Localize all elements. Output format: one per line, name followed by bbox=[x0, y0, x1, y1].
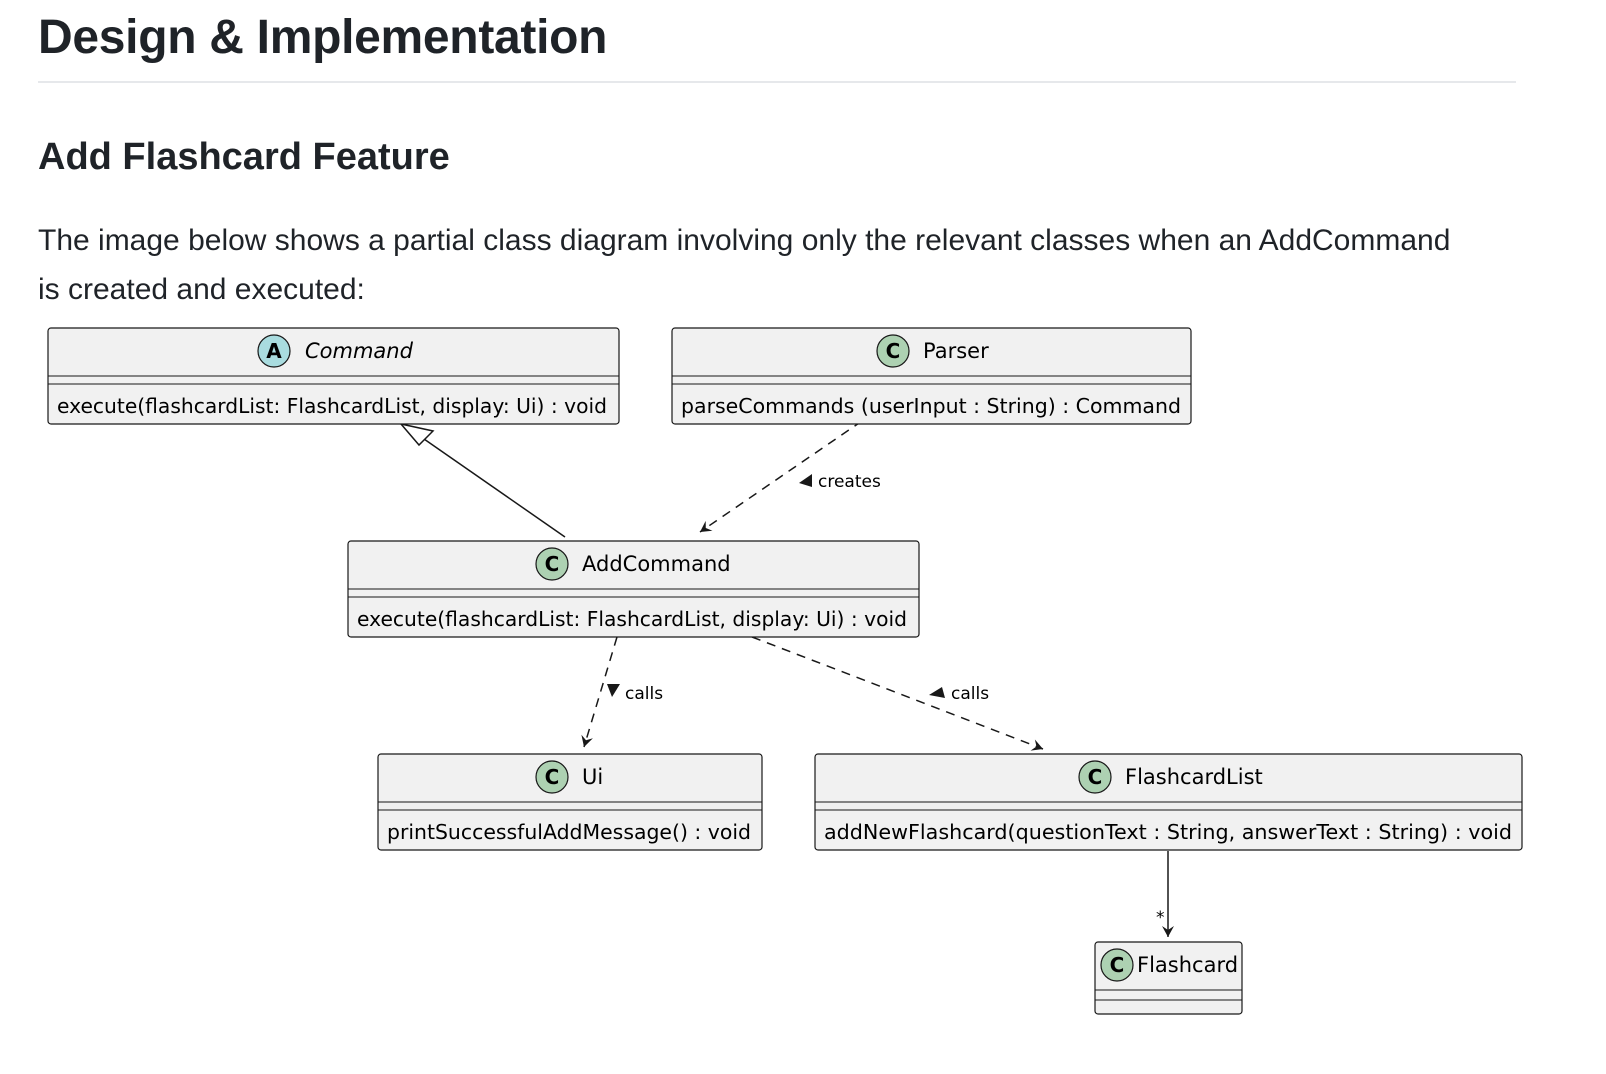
class-command: A Command execute(flashcardList: Flashca… bbox=[47, 327, 620, 425]
generalization-addcommand-command bbox=[398, 422, 566, 538]
section-title: Add Flashcard Feature bbox=[38, 136, 450, 178]
class-method: parseCommands (userInput : String) : Com… bbox=[681, 394, 1181, 418]
class-name: Command bbox=[305, 339, 414, 363]
heading-divider bbox=[38, 81, 1516, 83]
relation-label-creates: creates bbox=[818, 472, 881, 492]
class-stereotype: C bbox=[545, 765, 560, 789]
relation-label-calls-flashcardlist: calls bbox=[951, 684, 989, 704]
class-method: execute(flashcardList: FlashcardList, di… bbox=[57, 394, 607, 418]
relation-calls-ui: calls bbox=[581, 636, 663, 748]
class-icon bbox=[1078, 760, 1112, 794]
class-addcommand: C AddCommand execute(flashcardList: Flas… bbox=[347, 540, 920, 638]
section-paragraph: The image below shows a partial class di… bbox=[38, 224, 1451, 306]
class-name: Parser bbox=[923, 339, 989, 363]
class-method: printSuccessfulAddMessage() : void bbox=[387, 820, 751, 844]
class-name: Ui bbox=[582, 765, 603, 789]
class-icon bbox=[1100, 948, 1134, 982]
class-name: FlashcardList bbox=[1125, 765, 1263, 789]
direction-indicator bbox=[607, 684, 620, 697]
class-stereotype: C bbox=[1088, 765, 1103, 789]
class-ui: C Ui printSuccessfulAddMessage() : void bbox=[377, 753, 763, 851]
class-method: addNewFlashcard(questionText : String, a… bbox=[824, 820, 1512, 844]
relation-creates: creates bbox=[699, 420, 881, 533]
class-icon bbox=[535, 547, 569, 581]
page-title: Design & Implementation bbox=[38, 11, 608, 64]
class-stereotype: C bbox=[545, 552, 560, 576]
class-name: Flashcard bbox=[1137, 953, 1238, 977]
class-parser: C Parser parseCommands (userInput : Stri… bbox=[671, 327, 1192, 425]
class-stereotype: C bbox=[886, 339, 901, 363]
association-flashcardlist-flashcard: * bbox=[1156, 851, 1174, 937]
relation-calls-flashcardlist: calls bbox=[751, 636, 1044, 751]
class-icon bbox=[876, 334, 910, 368]
class-name: AddCommand bbox=[582, 552, 731, 576]
abstract-class-icon bbox=[257, 334, 291, 368]
class-stereotype: C bbox=[1110, 953, 1125, 977]
class-stereotype: A bbox=[266, 339, 282, 363]
direction-indicator bbox=[929, 687, 945, 698]
class-flashcardlist: C FlashcardList addNewFlashcard(question… bbox=[814, 753, 1523, 851]
class-flashcard: C Flashcard bbox=[1094, 941, 1243, 1015]
class-method: execute(flashcardList: FlashcardList, di… bbox=[357, 607, 907, 631]
direction-indicator bbox=[799, 474, 812, 487]
class-icon bbox=[535, 760, 569, 794]
multiplicity-label: * bbox=[1156, 908, 1165, 928]
relation-label-calls-ui: calls bbox=[625, 684, 663, 704]
